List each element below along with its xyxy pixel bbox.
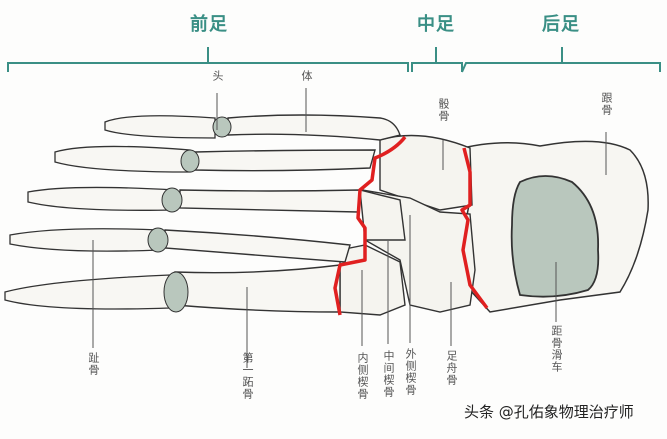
region-brackets [7,47,661,73]
label-navicular: 足舟骨 [445,350,458,386]
region-title-forefoot: 前足 [190,14,228,35]
label-intermediate-cuneiform: 中间楔骨 [382,350,395,398]
label-cuboid: 骰骨 [437,98,450,122]
metatarsals [164,114,401,313]
watermark: 头条 @孔佑象物理治疗师 [464,403,634,421]
label-talus-trochlea: 距骨滑车 [550,325,563,373]
region-title-midfoot: 中足 [417,14,455,35]
label-medial-cuneiform: 内侧楔骨 [356,352,369,400]
talus-trochlea [510,175,600,298]
label-head: 头 [211,70,224,82]
leader-lines [92,88,607,368]
label-first-metatarsal: 第一跖骨 [241,352,254,400]
label-phalanges: 趾骨 [87,352,100,376]
label-lateral-cuneiform: 外侧楔骨 [404,348,417,396]
label-body: 体 [300,70,313,82]
label-calcaneus: 跟骨 [600,92,613,116]
region-title-hindfoot: 后足 [542,14,580,35]
boundary-lines [333,135,489,316]
